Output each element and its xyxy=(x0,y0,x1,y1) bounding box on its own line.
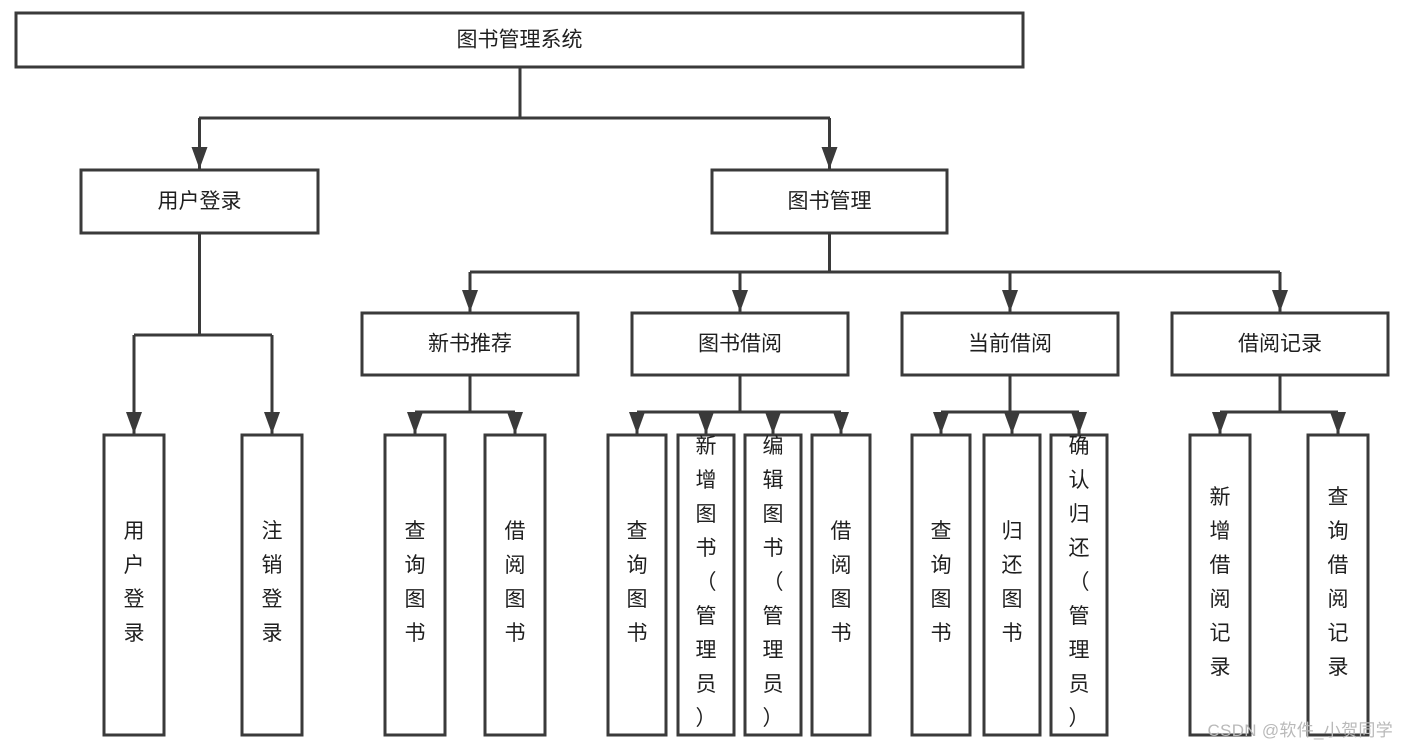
node-leaf-edit-book[interactable] xyxy=(743,433,803,737)
node-leaf-add-book-label: 新增图书（管理员） xyxy=(696,435,717,730)
arrow-head-icon-leaf-user-login xyxy=(126,412,142,434)
node-leaf-return-book[interactable] xyxy=(982,433,1042,737)
arrow-head-icon-leaf-query-book-1 xyxy=(407,412,423,434)
arrow-head-icon-leaf-edit-book xyxy=(765,412,781,434)
connectors-layer xyxy=(126,67,1346,434)
node-leaf-confirm-return[interactable] xyxy=(1049,433,1109,737)
arrow-head-icon-book-borrow xyxy=(732,290,748,312)
node-book-borrow[interactable] xyxy=(630,311,850,377)
node-leaf-add-record-label: 新增借阅记录 xyxy=(1210,486,1231,679)
node-user-login[interactable] xyxy=(79,168,320,235)
node-leaf-edit-book-label: 编辑图书（管理员） xyxy=(763,435,784,730)
node-leaf-query-book-2[interactable] xyxy=(606,433,668,737)
node-current-borrow-label: 当前借阅 xyxy=(968,333,1052,356)
arrow-head-icon-leaf-confirm-return xyxy=(1071,412,1087,434)
arrow-head-icon-leaf-add-book xyxy=(698,412,714,434)
arrow-head-icon-leaf-logout xyxy=(264,412,280,434)
node-leaf-query-book-1[interactable] xyxy=(383,433,447,737)
node-book-management[interactable] xyxy=(710,168,949,235)
node-leaf-query-book-1-label: 查询图书 xyxy=(405,520,426,645)
arrow-head-icon-user-login xyxy=(191,147,208,169)
node-leaf-query-record-label: 查询借阅记录 xyxy=(1328,486,1349,679)
node-root-label: 图书管理系统 xyxy=(457,29,583,52)
node-leaf-logout-label: 注销登录 xyxy=(262,520,283,645)
node-new-book-recommend-label: 新书推荐 xyxy=(428,333,512,356)
node-borrow-record-label: 借阅记录 xyxy=(1238,333,1322,356)
arrow-head-icon-leaf-query-book-3 xyxy=(933,412,949,434)
node-leaf-query-book-3[interactable] xyxy=(910,433,972,737)
node-leaf-add-record[interactable] xyxy=(1188,433,1252,737)
node-book-borrow-label: 图书借阅 xyxy=(698,333,782,356)
node-leaf-logout[interactable] xyxy=(240,433,304,737)
node-leaf-return-book-label: 归还图书 xyxy=(1002,520,1023,645)
arrow-head-icon-leaf-borrow-book-1 xyxy=(507,412,523,434)
arrow-head-icon-leaf-return-book xyxy=(1004,412,1020,434)
node-user-login-label: 用户登录 xyxy=(158,190,242,213)
node-leaf-borrow-book-2-label: 借阅图书 xyxy=(831,520,852,645)
node-leaf-user-login-label: 用户登录 xyxy=(124,520,145,645)
node-new-book-recommend[interactable] xyxy=(360,311,580,377)
node-leaf-query-record[interactable] xyxy=(1306,433,1370,737)
arrow-head-icon-new-book-recommend xyxy=(462,290,478,312)
arrow-head-icon-leaf-query-book-2 xyxy=(629,412,645,434)
node-book-management-label: 图书管理 xyxy=(788,190,872,213)
arrow-head-icon-leaf-query-record xyxy=(1330,412,1346,434)
node-root[interactable] xyxy=(14,11,1025,69)
node-borrow-record[interactable] xyxy=(1170,311,1390,377)
node-leaf-borrow-book-2[interactable] xyxy=(810,433,872,737)
node-leaf-add-book[interactable] xyxy=(676,433,736,737)
arrow-head-icon-current-borrow xyxy=(1002,290,1018,312)
arrow-head-icon-leaf-add-record xyxy=(1212,412,1228,434)
node-leaf-query-book-2-label: 查询图书 xyxy=(627,520,648,645)
arrow-head-icon-borrow-record xyxy=(1272,290,1288,312)
node-leaf-borrow-book-1[interactable] xyxy=(483,433,547,737)
node-leaf-query-book-3-label: 查询图书 xyxy=(931,520,952,645)
node-leaf-confirm-return-label: 确认归还（管理员） xyxy=(1069,435,1090,730)
arrow-head-icon-book-management xyxy=(821,147,838,169)
node-current-borrow[interactable] xyxy=(900,311,1120,377)
boxes-layer: 图书管理系统用户登录图书管理新书推荐图书借阅当前借阅借阅记录用户登录注销登录查询… xyxy=(14,11,1390,737)
node-leaf-borrow-book-1-label: 借阅图书 xyxy=(505,520,526,645)
node-leaf-user-login[interactable] xyxy=(102,433,166,737)
arrow-head-icon-leaf-borrow-book-2 xyxy=(833,412,849,434)
